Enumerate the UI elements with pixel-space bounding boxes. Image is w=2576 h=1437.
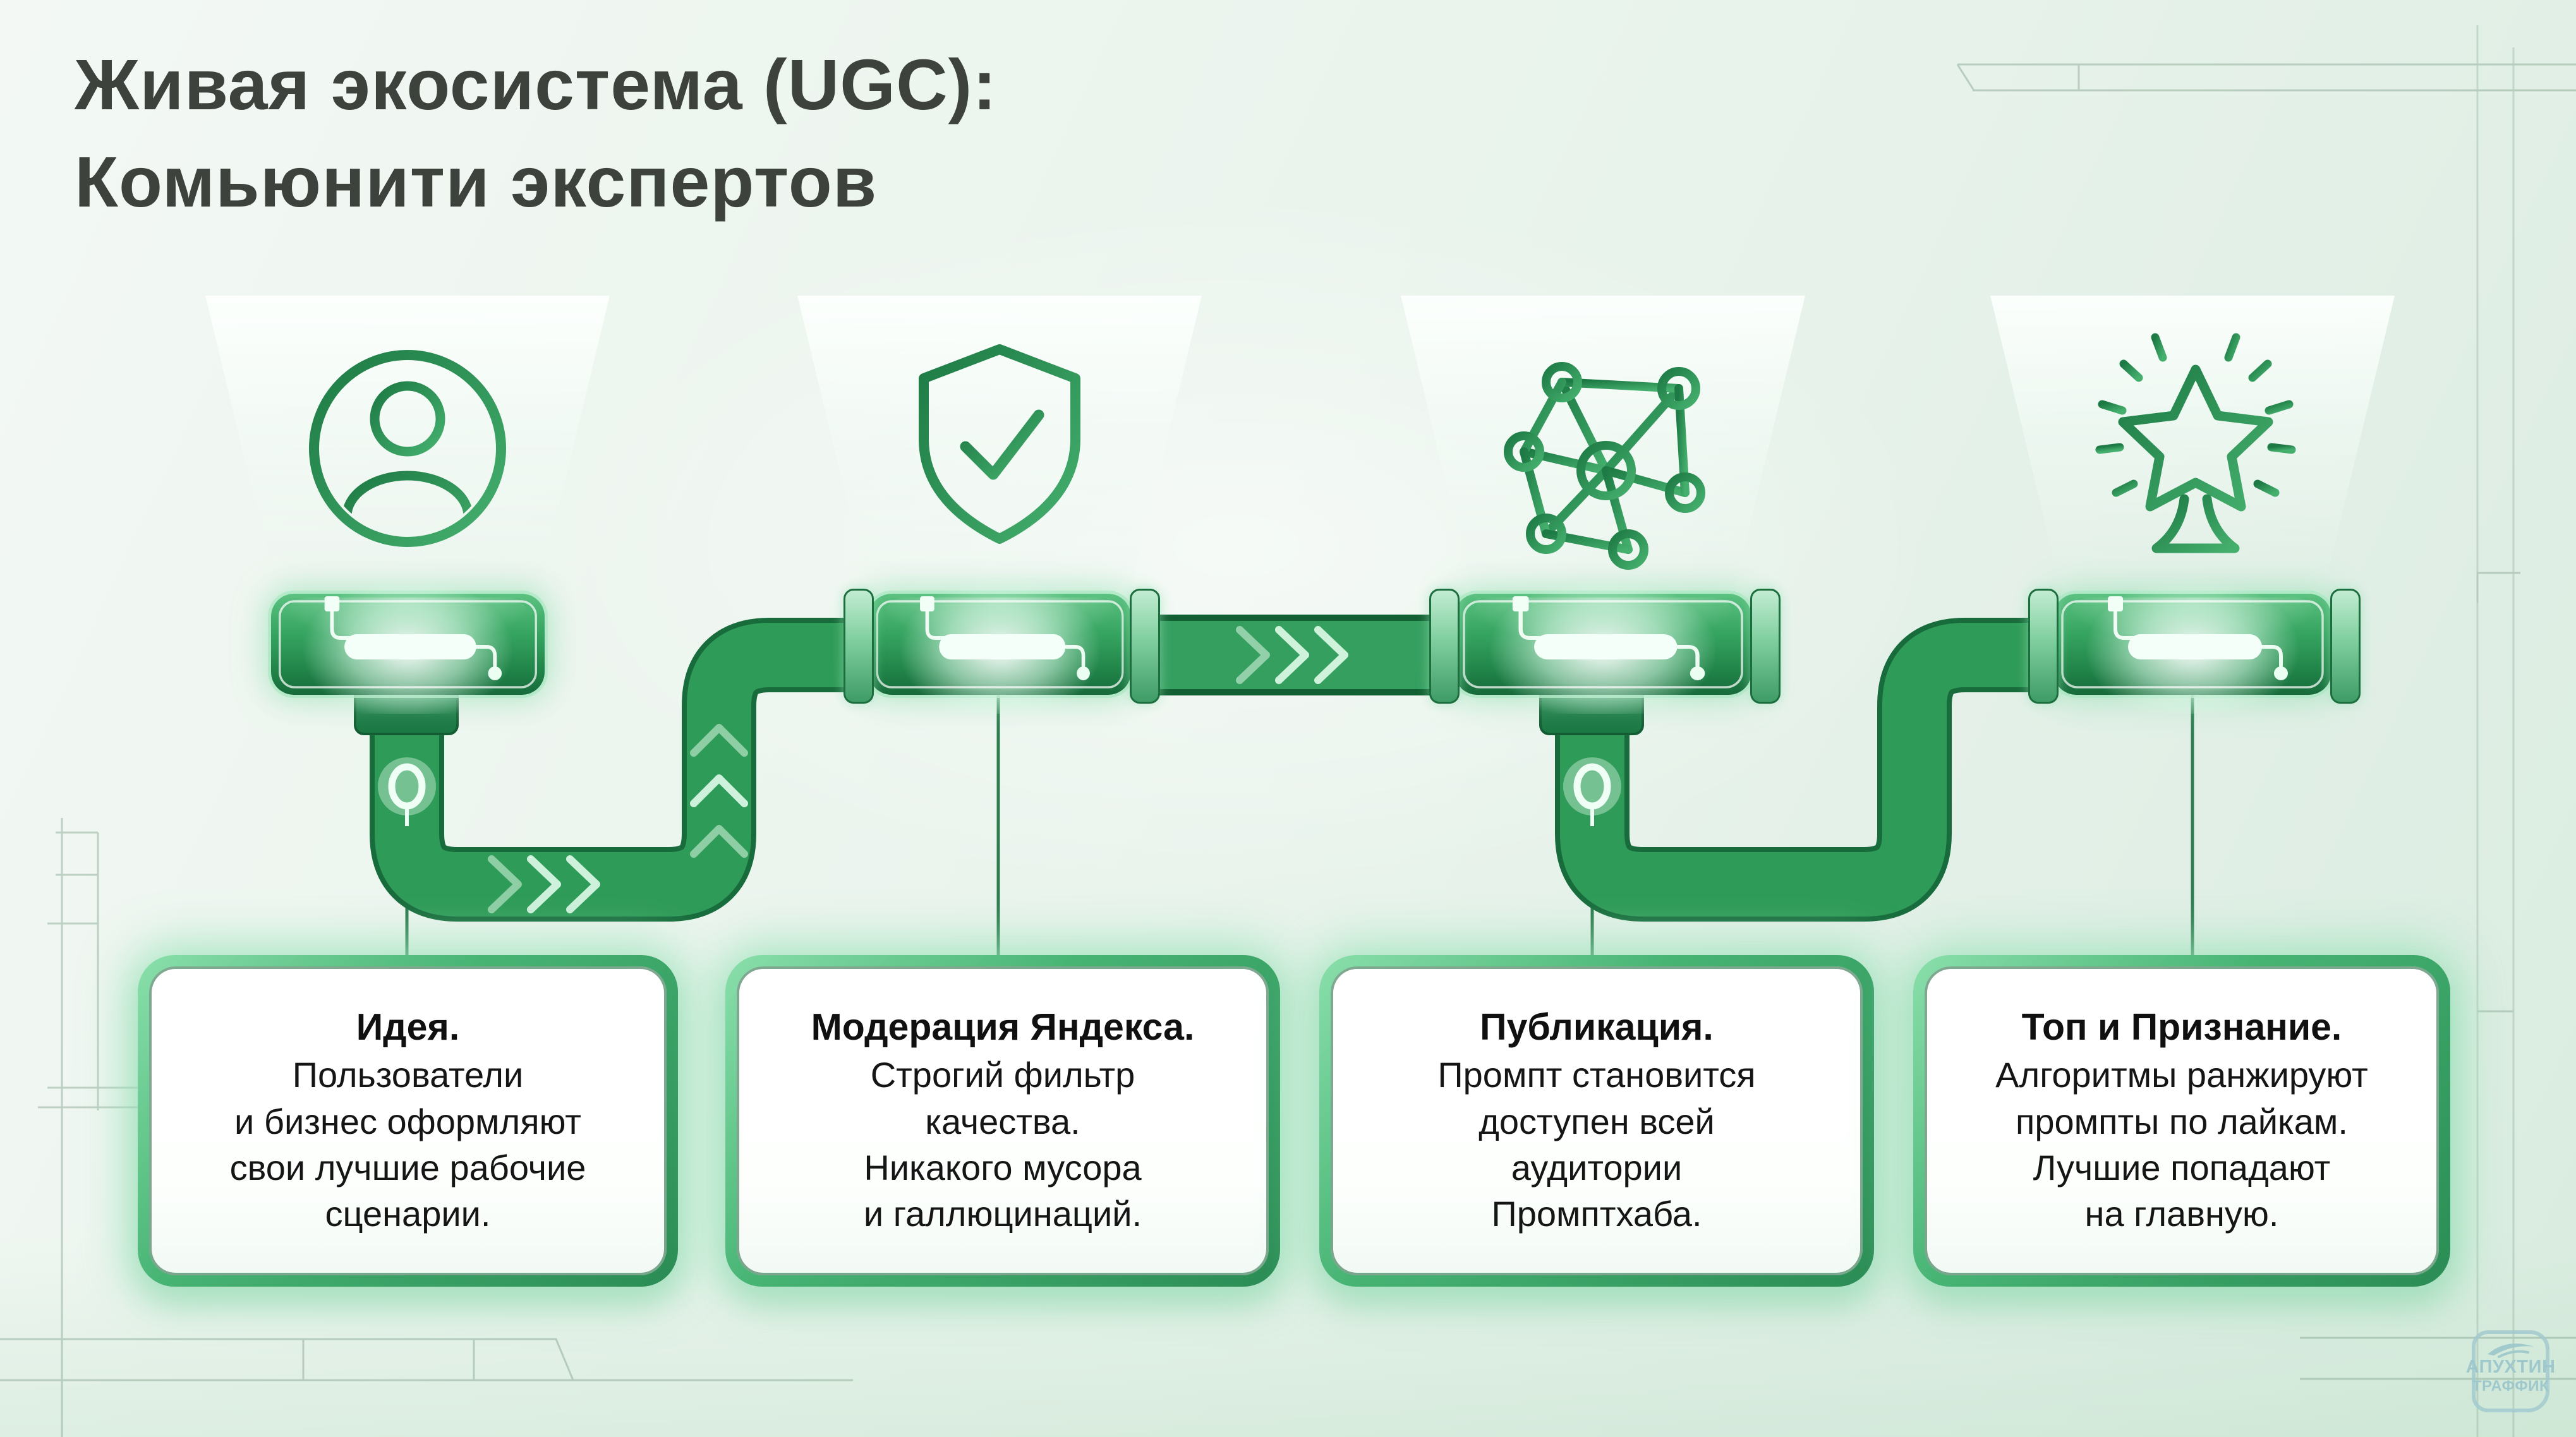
page-title-line2: Комьюнити экспертов [75, 141, 878, 222]
stage-card-body: Строгий фильтр качества. Никакого мусора… [863, 1055, 1142, 1234]
stage-card-publication: Публикация. Промпт становится доступен в… [1319, 955, 1874, 1287]
stage-card-inner: Идея. Пользователи и бизнес оформляют св… [149, 966, 667, 1275]
ring-node [1563, 757, 1621, 826]
flow-chevrons [488, 626, 1348, 913]
stage-card-body: Пользователи и бизнес оформляют свои луч… [229, 1055, 586, 1234]
watermark-line1: АПУХТИН [2465, 1357, 2556, 1377]
watermark-swoosh-icon [2487, 1344, 2534, 1358]
pipe-junction-block-3 [1454, 575, 1751, 714]
pipe-junction-block-4 [2053, 575, 2331, 714]
stage-card-title: Топ и Признание. [2021, 1006, 2342, 1049]
pipe-junction-block-2 [869, 575, 1131, 714]
pipe-junction-block-1 [271, 575, 545, 714]
ring-node [378, 757, 436, 826]
stage-card-title: Модерация Яндекса. [811, 1006, 1195, 1049]
pipe-flange [1429, 589, 1460, 704]
stage-card-inner: Топ и Признание. Алгоритмы ранжируют про… [1925, 966, 2439, 1275]
stage-card-title: Публикация. [1480, 1006, 1714, 1049]
stage-card-inner: Модерация Яндекса. Строгий фильтр качест… [737, 966, 1269, 1275]
circuit-detail [2061, 596, 2324, 688]
circuit-detail [1463, 596, 1743, 688]
stage-card-body: Алгоритмы ранжируют промпты по лайкам. Л… [1995, 1055, 2368, 1234]
shield-check-icon [919, 344, 1080, 544]
stage-card-inner: Публикация. Промпт становится доступен в… [1331, 966, 1863, 1275]
watermark-badge: АПУХТИН ТРАФФИК [2466, 1330, 2555, 1412]
star-trophy-icon [2095, 323, 2296, 563]
pipe-s2 [1555, 618, 2057, 922]
stage-card-body: Промпт становится доступен всей аудитори… [1437, 1055, 1756, 1234]
circuit-detail [876, 596, 1124, 688]
pipe-flange [2330, 589, 2361, 704]
page-title-line1: Живая экосистема (UGC): [75, 45, 997, 124]
light-beam [205, 296, 610, 598]
circuit-detail [279, 596, 537, 688]
network-icon [1504, 362, 1705, 570]
watermark-line2: ТРАФФИК [2472, 1378, 2549, 1395]
stage-card-title: Идея. [356, 1006, 460, 1049]
pipe-flange [1130, 589, 1160, 704]
pipe-flange [844, 589, 874, 704]
pipe-flange [1750, 589, 1781, 704]
stage-card-idea: Идея. Пользователи и бизнес оформляют св… [138, 955, 678, 1287]
pipe-s1 [370, 618, 866, 922]
stage-card-moderation: Модерация Яндекса. Строгий фильтр качест… [725, 955, 1280, 1287]
user-icon [309, 350, 506, 547]
page-title: Живая экосистема (UGC): Комьюнити экспер… [75, 37, 997, 231]
pipe-flange [2028, 589, 2059, 704]
stage-card-recognition: Топ и Признание. Алгоритмы ранжируют про… [1913, 955, 2450, 1287]
